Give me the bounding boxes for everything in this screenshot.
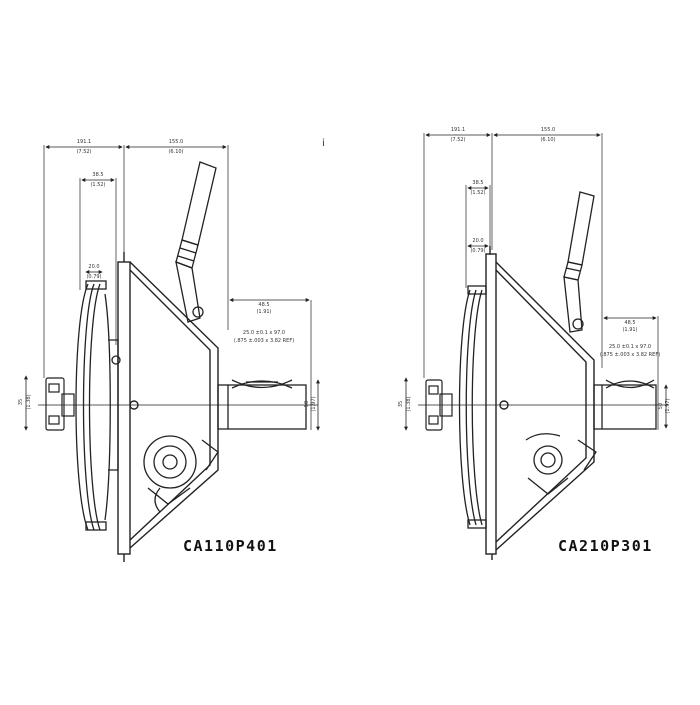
dim-flange-thickness: 20.0: [472, 238, 483, 244]
model-label-left: CA110P401: [183, 537, 278, 555]
dim-flange-thickness: 20.0: [88, 264, 99, 270]
drawing-right: [404, 133, 668, 560]
dim-bore-spec: 25.0 ±0.1 x 97.0: [609, 344, 651, 350]
dim-hub-offset: 38.5: [92, 172, 103, 178]
dim-body-width-in: (6.10): [168, 149, 183, 155]
dim-total-width-in: (7.52): [76, 149, 91, 155]
extension-lines: [423, 133, 659, 430]
hub: [425, 379, 453, 431]
dim-total-width: 191.1: [77, 139, 91, 145]
dim-shaft-height-in: (1.97): [311, 396, 317, 411]
dim-shaft-height-in: (1.97): [665, 398, 671, 413]
dim-hub-offset-in: (1.52): [470, 190, 485, 196]
dim-bore-spec: 25.0 ±0.1 x 97.0: [243, 330, 285, 336]
stray-mark: i: [322, 138, 325, 149]
dim-flange-thickness-in: (0.79): [86, 274, 101, 280]
model-label-right: CA210P301: [558, 537, 653, 555]
dim-body-width: 155.0: [541, 127, 555, 133]
detent-pivot: [525, 433, 597, 495]
dim-hub-height-in: (1.38): [406, 396, 412, 411]
lever-handle: [563, 191, 595, 333]
housing: [495, 261, 595, 551]
drawing-left: [24, 145, 320, 562]
output-shaft: [593, 379, 657, 430]
dim-hub-offset: 38.5: [472, 180, 483, 186]
output-shaft: [217, 379, 307, 430]
wheel-flange: [458, 285, 487, 529]
dim-bore-spec-in: (.875 ±.003 x 3.82 REF): [600, 352, 660, 358]
dim-body-width: 155.0: [169, 139, 183, 145]
dim-shaft-reach-in: (1.91): [622, 327, 637, 333]
dim-flange-thickness-in: (0.79): [470, 248, 485, 254]
mounting-plate: [485, 246, 497, 560]
dimension-lines: [404, 133, 668, 431]
hub: [45, 377, 75, 431]
dim-shaft-reach: 48.5: [624, 320, 635, 326]
dim-shaft-height: 50: [658, 403, 664, 409]
dim-body-width-in: (6.10): [540, 137, 555, 143]
dim-shaft-reach: 48.5: [258, 302, 269, 308]
dim-shaft-height: 50: [304, 401, 310, 407]
dim-texts-left: 191.1 (7.52) 155.0 (6.10) 38.5 (1.52) 20…: [18, 139, 317, 412]
dim-bore-spec-in: (.875 ±.003 x 3.82 REF): [234, 338, 294, 344]
wheel-flange: [75, 280, 121, 531]
dim-hub-height: 35: [398, 401, 404, 407]
dim-total-width: 191.1: [451, 127, 465, 133]
dim-total-width-in: (7.52): [450, 137, 465, 143]
dim-shaft-reach-in: (1.91): [256, 309, 271, 315]
lever-handle: [175, 161, 217, 323]
detent-pivot: [143, 435, 219, 513]
mounting-plate: [117, 252, 131, 562]
dim-texts-right: 191.1 (7.52) 155.0 (6.10) 38.5 (1.52) 20…: [398, 127, 671, 414]
extension-lines: [43, 145, 312, 430]
dim-hub-height: 35: [18, 399, 24, 405]
dim-hub-offset-in: (1.52): [90, 182, 105, 188]
dimension-lines: [24, 145, 320, 431]
dim-hub-height-in: (1.38): [26, 394, 32, 409]
